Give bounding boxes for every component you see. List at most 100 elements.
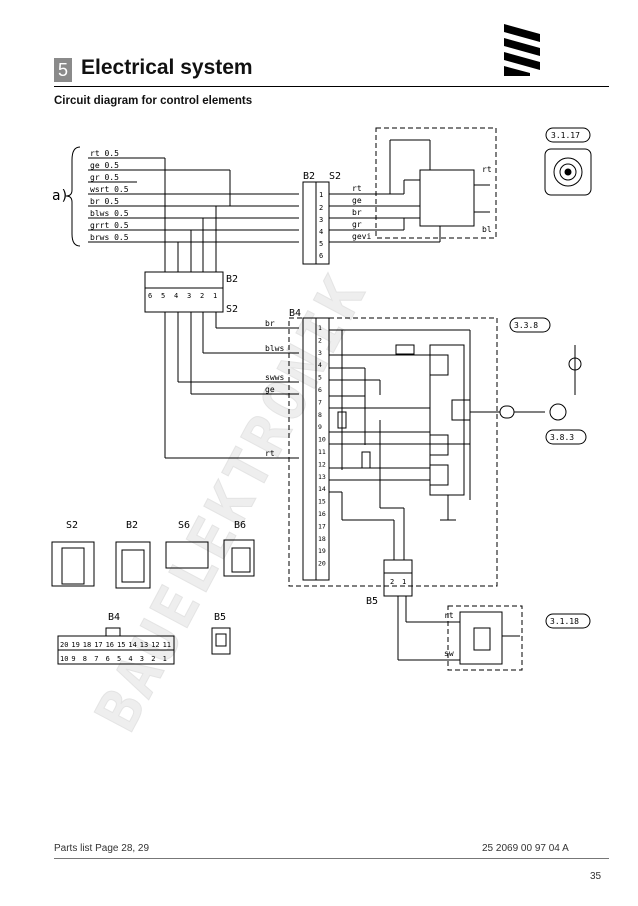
b5-wire-sw: sw: [444, 649, 454, 658]
b4-pin-12: 12: [318, 460, 326, 468]
b5-pin-2: 2: [390, 578, 394, 586]
b4-view-bottom-pin-4: 4: [128, 655, 132, 663]
b4-wire-br: br: [265, 319, 275, 328]
top-wire-br: br: [352, 208, 362, 217]
b4-pin-20: 20: [318, 560, 326, 568]
top-pin-1: 1: [319, 191, 323, 199]
view-label-b6: B6: [234, 520, 246, 531]
b4-pin-16: 16: [318, 510, 326, 518]
view-label-s6: S6: [178, 520, 190, 531]
b4-view-bottom-pin-5: 5: [117, 655, 121, 663]
b4-pin-2: 2: [318, 336, 322, 344]
mid-pin-4: 4: [174, 292, 178, 300]
input-wire-5: br 0.5: [90, 197, 119, 206]
ref-3-8-3: 3.8.3: [550, 433, 574, 442]
b4-view-bottom-pin-1: 1: [163, 655, 167, 663]
input-wire-2: ge 0.5: [90, 161, 119, 170]
b4-view-top-pin-13: 13: [140, 641, 148, 649]
watermark: BAUELEKTRONIK: [82, 263, 380, 742]
b4-pin-13: 13: [318, 473, 326, 481]
b4-pin-4: 4: [318, 361, 322, 369]
b4-view-bottom-pin-8: 8: [83, 655, 87, 663]
top-wire-rt: rt: [352, 184, 362, 193]
b4-pin-10: 10: [318, 436, 326, 444]
b4-view-bottom-pin-10: 10: [60, 655, 68, 663]
top-wire-gevi: gevi: [352, 232, 371, 241]
b4-view-bottom-pin-3: 3: [140, 655, 144, 663]
b4-pin-18: 18: [318, 535, 326, 543]
b4-view-bottom-pin-2: 2: [151, 655, 155, 663]
b4-view-bottom-pin-6: 6: [106, 655, 110, 663]
b4-view-top-pin-17: 17: [94, 641, 102, 649]
b4-view-top-pin-20: 20: [60, 641, 68, 649]
label-b4: B4: [289, 308, 301, 319]
b4-pin-9: 9: [318, 423, 322, 431]
label-b2-top: B2: [303, 171, 315, 182]
footer-rule: [54, 858, 609, 859]
top-device-bl: bl: [482, 225, 492, 234]
b4-view-top-pin-19: 19: [71, 641, 79, 649]
mid-pin-3: 3: [187, 292, 191, 300]
b4-view-top-pin-15: 15: [117, 641, 125, 649]
top-pin-5: 5: [319, 240, 323, 248]
top-device-rt: rt: [482, 165, 492, 174]
page-number: 35: [590, 871, 602, 882]
mid-pin-6: 6: [148, 292, 152, 300]
input-wire-1: rt 0.5: [90, 149, 119, 158]
parts-list-reference: Parts list Page 28, 29: [54, 843, 150, 854]
b4-wire-rt: rt: [265, 449, 275, 458]
label-b5: B5: [366, 596, 378, 607]
b4-view-top-pin-14: 14: [128, 641, 136, 649]
label-s2-top: S2: [329, 171, 341, 182]
view-label-s2: S2: [66, 520, 78, 531]
b4-view-top-pin-12: 12: [151, 641, 159, 649]
b4-view-bottom-pin-7: 7: [94, 655, 98, 663]
top-pin-2: 2: [319, 204, 323, 212]
b4-pin-19: 19: [318, 547, 326, 555]
document-number: 25 2069 00 97 04 A: [482, 843, 569, 854]
view-label-b5: B5: [214, 612, 226, 623]
input-wire-4: wsrt 0.5: [90, 185, 129, 194]
company-logo: [504, 24, 540, 76]
b4-pin-17: 17: [318, 522, 326, 530]
b4-pin-7: 7: [318, 398, 322, 406]
input-wire-6: blws 0.5: [90, 209, 129, 218]
b4-view-top-pin-18: 18: [83, 641, 91, 649]
b4-wire-blws: blws: [265, 344, 284, 353]
label-b2-mid: B2: [226, 274, 238, 285]
section-title: Electrical system: [81, 56, 253, 79]
top-wire-gr: gr: [352, 220, 362, 229]
mid-pin-2: 2: [200, 292, 204, 300]
ref-3-3-8: 3.3.8: [514, 321, 538, 330]
view-label-b4: B4: [108, 612, 120, 623]
input-wire-3: gr 0.5: [90, 173, 119, 182]
b4-wire-ge: ge: [265, 385, 275, 394]
b4-pin-14: 14: [318, 485, 326, 493]
ref-3-1-17: 3.1.17: [551, 131, 580, 140]
b4-pin-1: 1: [318, 324, 322, 332]
view-label-b2: B2: [126, 520, 138, 531]
b4-view-top-pin-16: 16: [106, 641, 114, 649]
top-pin-3: 3: [319, 216, 323, 224]
mid-pin-1: 1: [213, 292, 217, 300]
input-wire-8: brws 0.5: [90, 233, 129, 242]
top-wire-ge: ge: [352, 196, 362, 205]
b4-view-top-pin-11: 11: [163, 641, 171, 649]
input-wire-7: grrt 0.5: [90, 221, 129, 230]
ref-3-1-18: 3.1.18: [550, 617, 579, 626]
group-label: a): [52, 188, 69, 204]
b4-pin-15: 15: [318, 498, 326, 506]
b4-pin-8: 8: [318, 411, 322, 419]
b4-pin-6: 6: [318, 386, 322, 394]
label-s2-mid: S2: [226, 304, 238, 315]
b5-wire-rt: rt: [444, 611, 454, 620]
header-rule: [54, 86, 609, 87]
section-number: 5: [54, 58, 72, 82]
b5-pin-1: 1: [402, 578, 406, 586]
b4-wire-swws: swws: [265, 373, 284, 382]
b4-pin-5: 5: [318, 374, 322, 382]
mid-pin-5: 5: [161, 292, 165, 300]
b4-view-bottom-pin-9: 9: [71, 655, 75, 663]
b4-pin-3: 3: [318, 349, 322, 357]
